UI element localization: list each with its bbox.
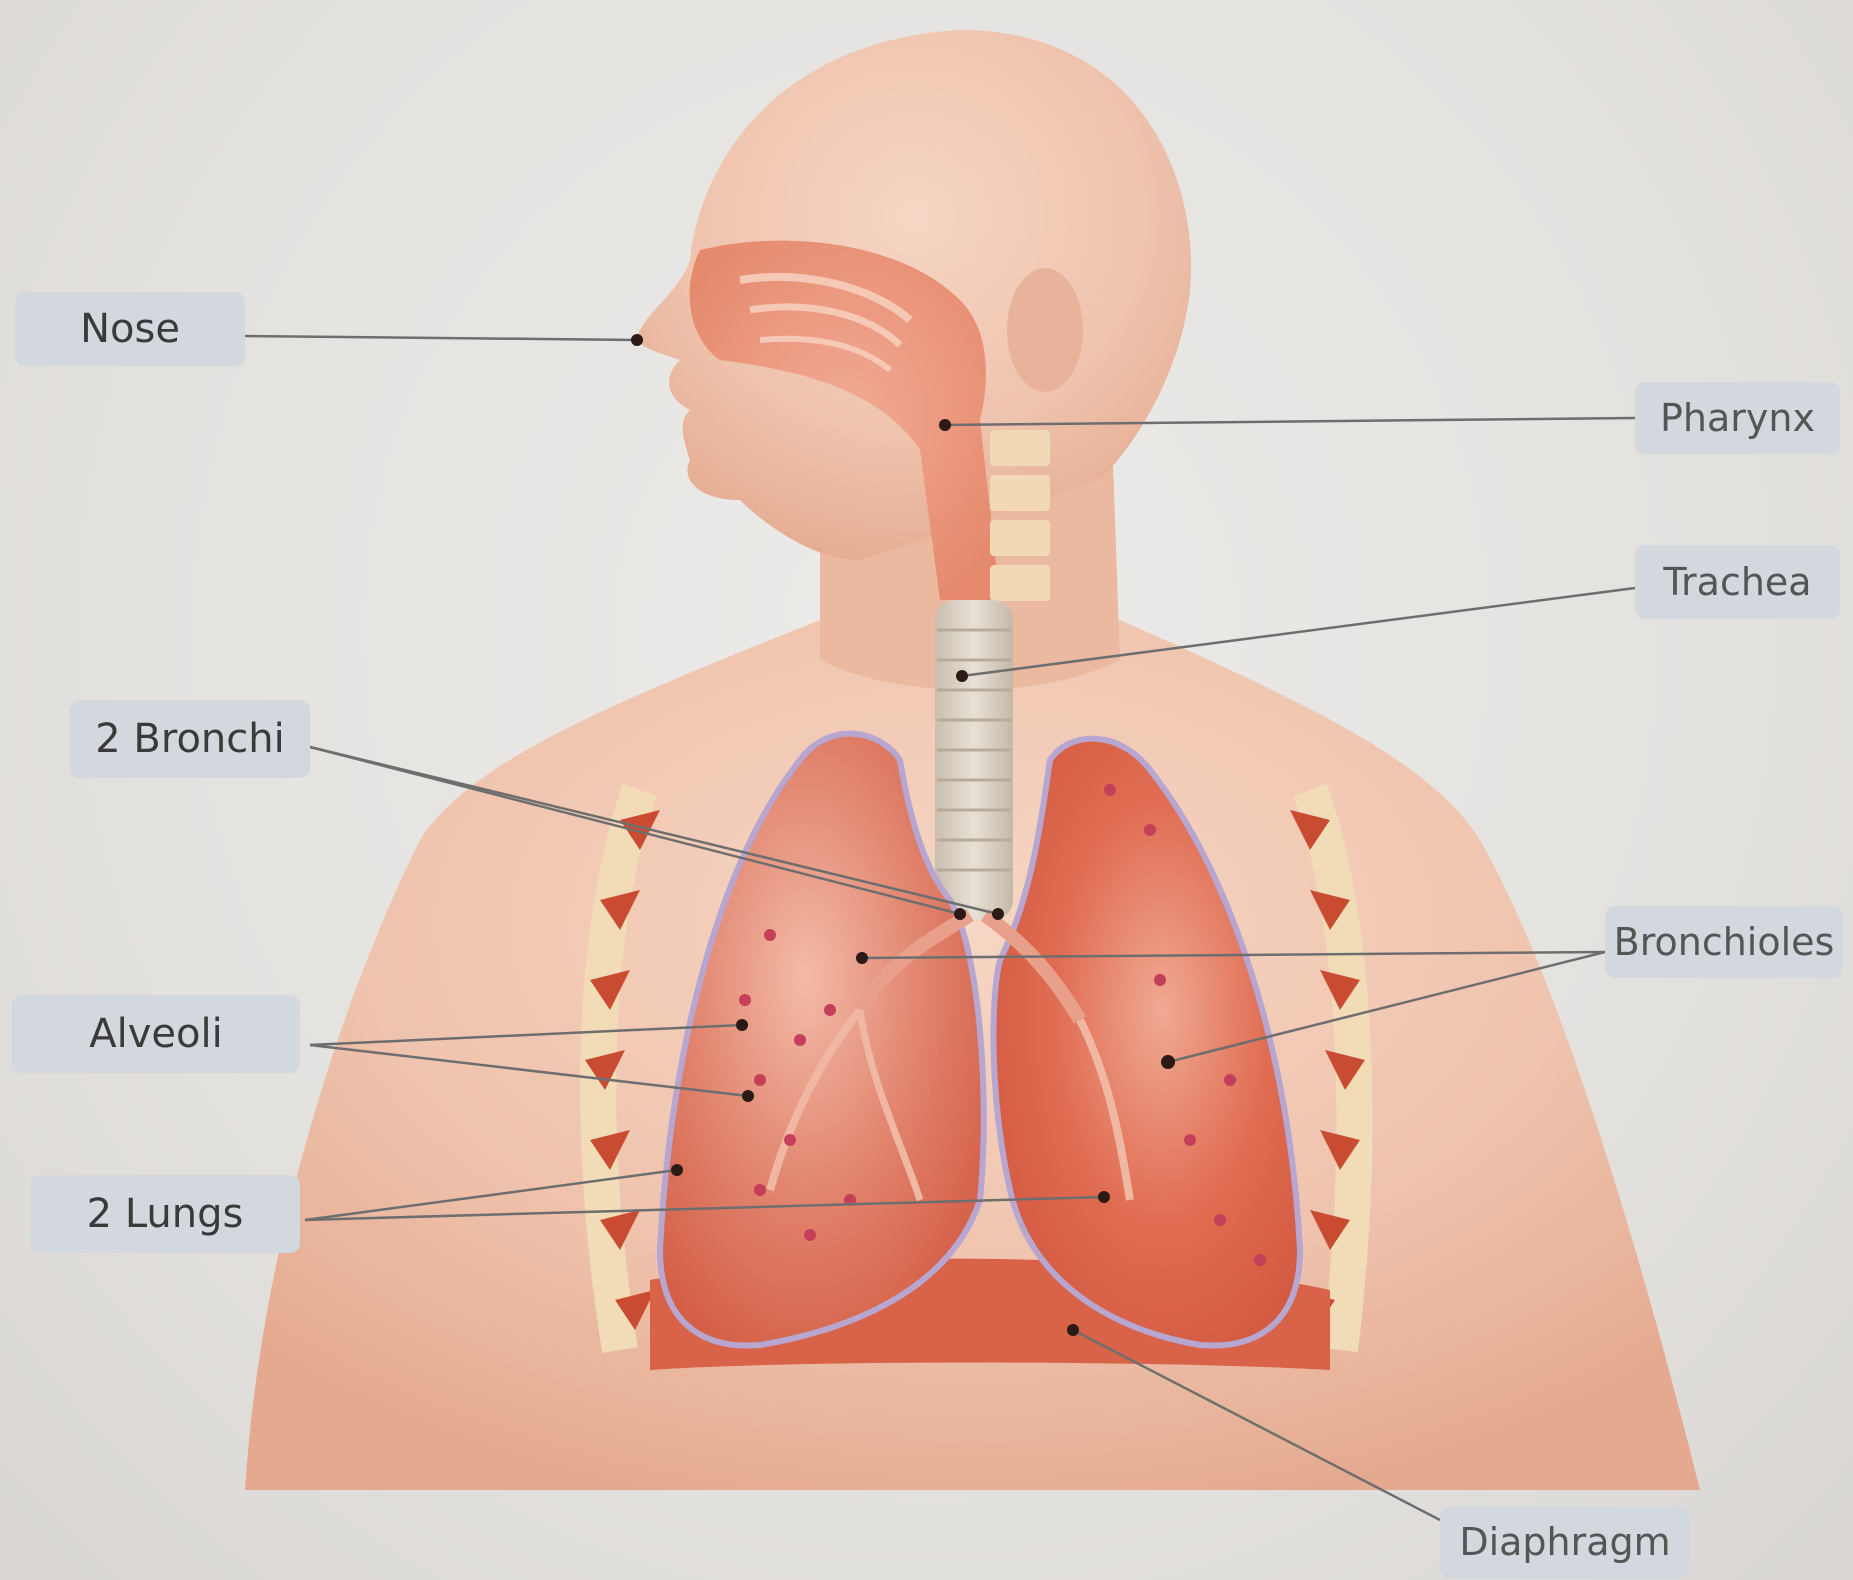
label-alveoli: Alveoli: [12, 995, 300, 1073]
label-pharynx: Pharynx: [1635, 382, 1840, 454]
label-lungs: 2 Lungs: [30, 1175, 300, 1253]
trachea-tube: [935, 600, 1013, 920]
ear: [1007, 268, 1083, 392]
label-bronchioles: Bronchioles: [1605, 906, 1843, 978]
label-bronchi: 2 Bronchi: [70, 700, 310, 778]
label-trachea: Trachea: [1635, 545, 1840, 619]
label-nose: Nose: [15, 292, 245, 366]
leader-nose: [245, 336, 637, 340]
label-diaphragm: Diaphragm: [1440, 1506, 1690, 1578]
